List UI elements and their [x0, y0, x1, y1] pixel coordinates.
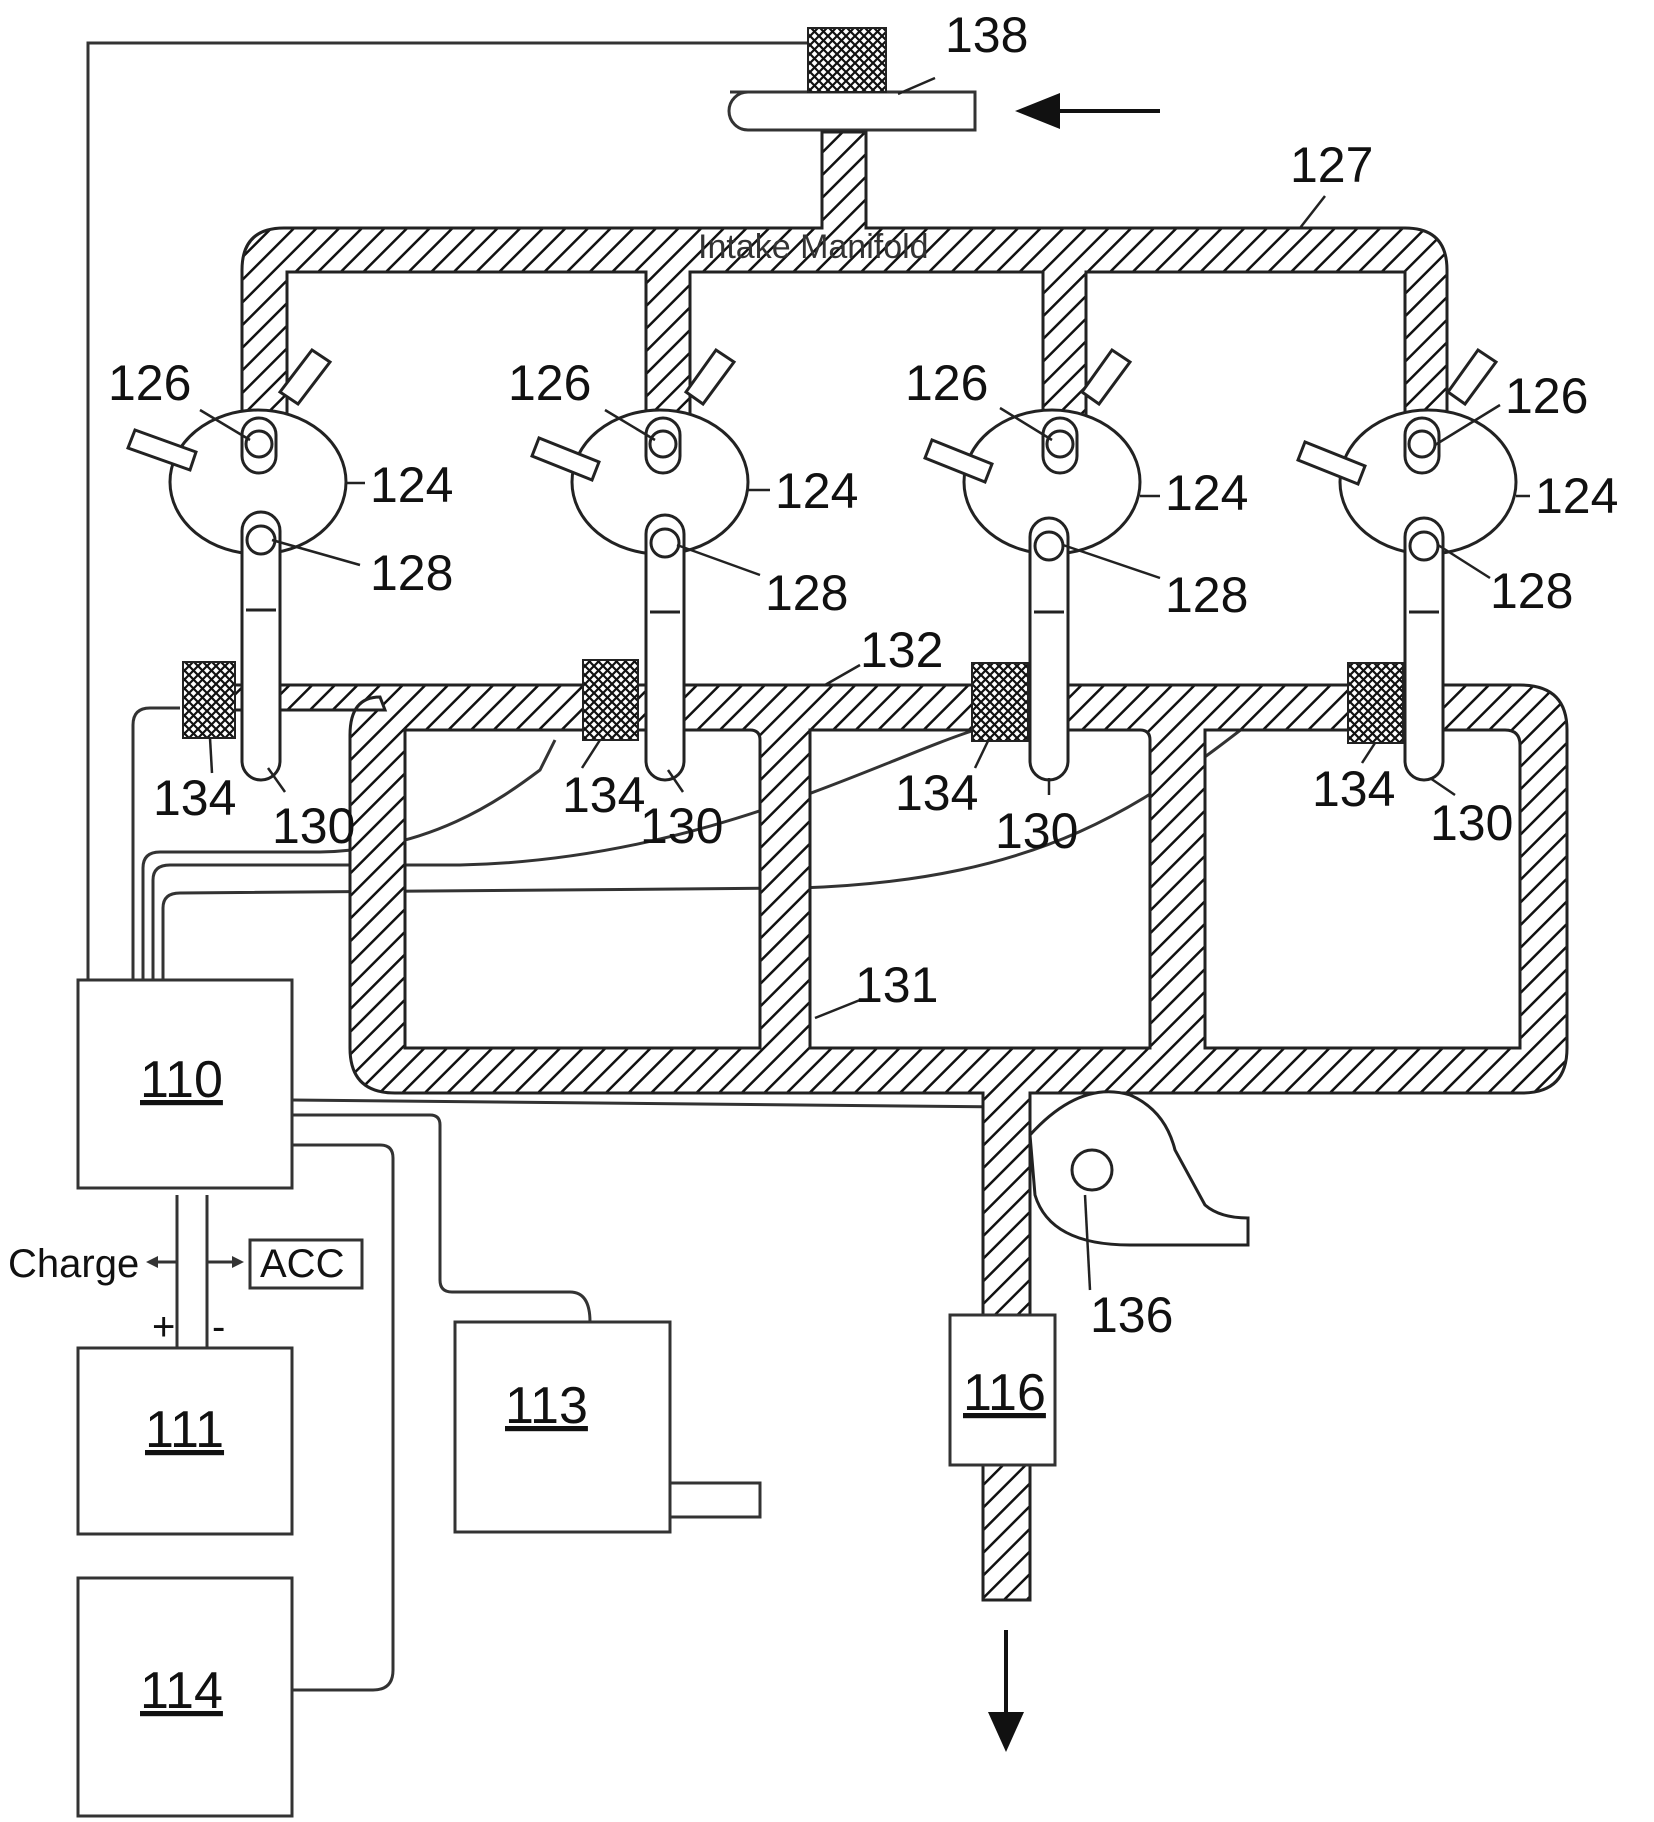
label-minus: -	[212, 1305, 225, 1349]
label-motor: 113	[505, 1377, 588, 1435]
label-catalyst: 116	[963, 1364, 1046, 1422]
intake-manifold-body	[242, 132, 1447, 462]
exhaust-sensor	[972, 663, 1028, 741]
throttle-sensor	[808, 28, 886, 92]
label-exhaust-port-2: 130	[640, 798, 723, 854]
spark-plug-icon	[128, 430, 196, 470]
label-box-114: 114	[140, 1662, 223, 1720]
label-sensor-1: 134	[153, 770, 236, 826]
label-sensor-2: 134	[562, 767, 645, 823]
intake-valve-head	[650, 431, 676, 457]
label-exhaust-valve-1: 128	[370, 545, 453, 601]
intake-valve-head	[1409, 431, 1435, 457]
label-battery: 111	[145, 1401, 224, 1459]
fuel-injector-icon	[1082, 350, 1130, 404]
label-intake-valve-2: 126	[508, 355, 591, 411]
label-controller: 110	[140, 1051, 223, 1109]
exhaust-sensor	[1348, 663, 1403, 743]
exhaust-sensor	[583, 660, 638, 740]
intake-valve-head	[246, 431, 272, 457]
label-sensor-4: 134	[1312, 761, 1395, 817]
exhaust-sensor	[183, 662, 235, 738]
label-acc: ACC	[260, 1242, 344, 1286]
label-intake-valve-4: 126	[1505, 368, 1588, 424]
intake-air-arrow	[1015, 93, 1160, 129]
label-exhaust-port-4: 130	[1430, 795, 1513, 851]
label-sensor-3: 134	[895, 765, 978, 821]
intake-valve-head	[1047, 431, 1073, 457]
intake-manifold-caption: Intake Manifold	[698, 228, 929, 266]
label-chamber-4: 124	[1535, 468, 1618, 524]
motor-shaft	[670, 1483, 760, 1517]
label-charge: Charge	[8, 1242, 139, 1286]
turbo-shaft-icon	[1072, 1150, 1112, 1190]
label-exhaust-branch: 132	[860, 622, 943, 678]
label-plus: +	[152, 1305, 175, 1349]
intake-manifold: Intake Manifold	[242, 132, 1447, 462]
exhaust-valve-head	[1410, 532, 1438, 560]
label-exhaust-valve-2: 128	[765, 565, 848, 621]
label-exhaust-port-1: 130	[272, 798, 355, 854]
label-chamber-2: 124	[775, 463, 858, 519]
label-exhaust-manifold: 131	[855, 957, 938, 1013]
label-chamber-3: 124	[1165, 465, 1248, 521]
exhaust-valve-head	[247, 526, 275, 554]
exhaust-valve-head	[1035, 532, 1063, 560]
cylinder-1	[128, 350, 346, 780]
label-exhaust-valve-3: 128	[1165, 567, 1248, 623]
wire-box-114	[292, 1145, 393, 1690]
exhaust-manifold	[230, 685, 1567, 1600]
turbo-housing	[1030, 1092, 1248, 1245]
label-turbo: 136	[1090, 1287, 1173, 1343]
label-intake-valve-1: 126	[108, 355, 191, 411]
wire-turbo	[292, 1100, 1010, 1107]
label-throttle: 138	[945, 7, 1028, 63]
turbocharger	[1030, 1092, 1248, 1245]
label-exhaust-port-3: 130	[995, 803, 1078, 859]
fuel-injector-icon	[686, 350, 734, 404]
exhaust-valve-head	[651, 529, 679, 557]
label-intake-valve-3: 126	[905, 355, 988, 411]
wire-sensor-1	[133, 708, 180, 980]
label-chamber-1: 124	[370, 457, 453, 513]
exhaust-manifold-body	[230, 685, 1567, 1600]
exhaust-out-arrow	[988, 1630, 1024, 1752]
fuel-injector-icon	[1448, 350, 1496, 404]
throttle-body	[729, 92, 975, 130]
label-intake-manifold: 127	[1290, 137, 1373, 193]
label-exhaust-valve-4: 128	[1490, 563, 1573, 619]
